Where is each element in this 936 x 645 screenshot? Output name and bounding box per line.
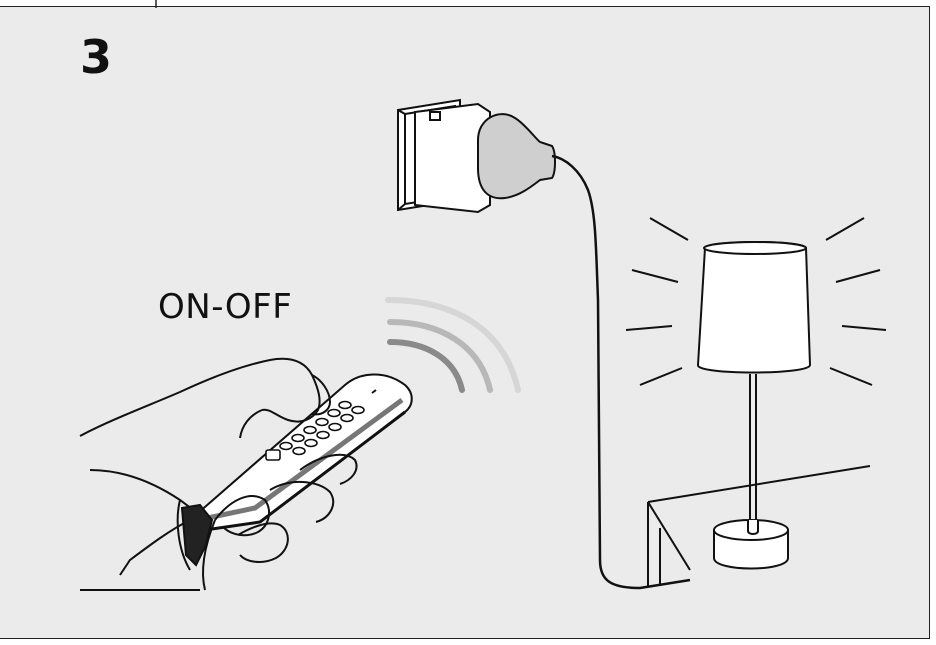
remote-control-icon (188, 373, 413, 532)
plug-icon (477, 113, 691, 590)
signal-waves-icon (385, 297, 521, 393)
on-off-label: ON-OFF (158, 287, 293, 327)
hand-icon (79, 357, 358, 591)
step-number: 3 (80, 30, 113, 84)
lamp-icon (696, 241, 812, 570)
light-rays (625, 217, 887, 386)
wall-socket-icon (397, 98, 491, 214)
table (647, 465, 871, 586)
